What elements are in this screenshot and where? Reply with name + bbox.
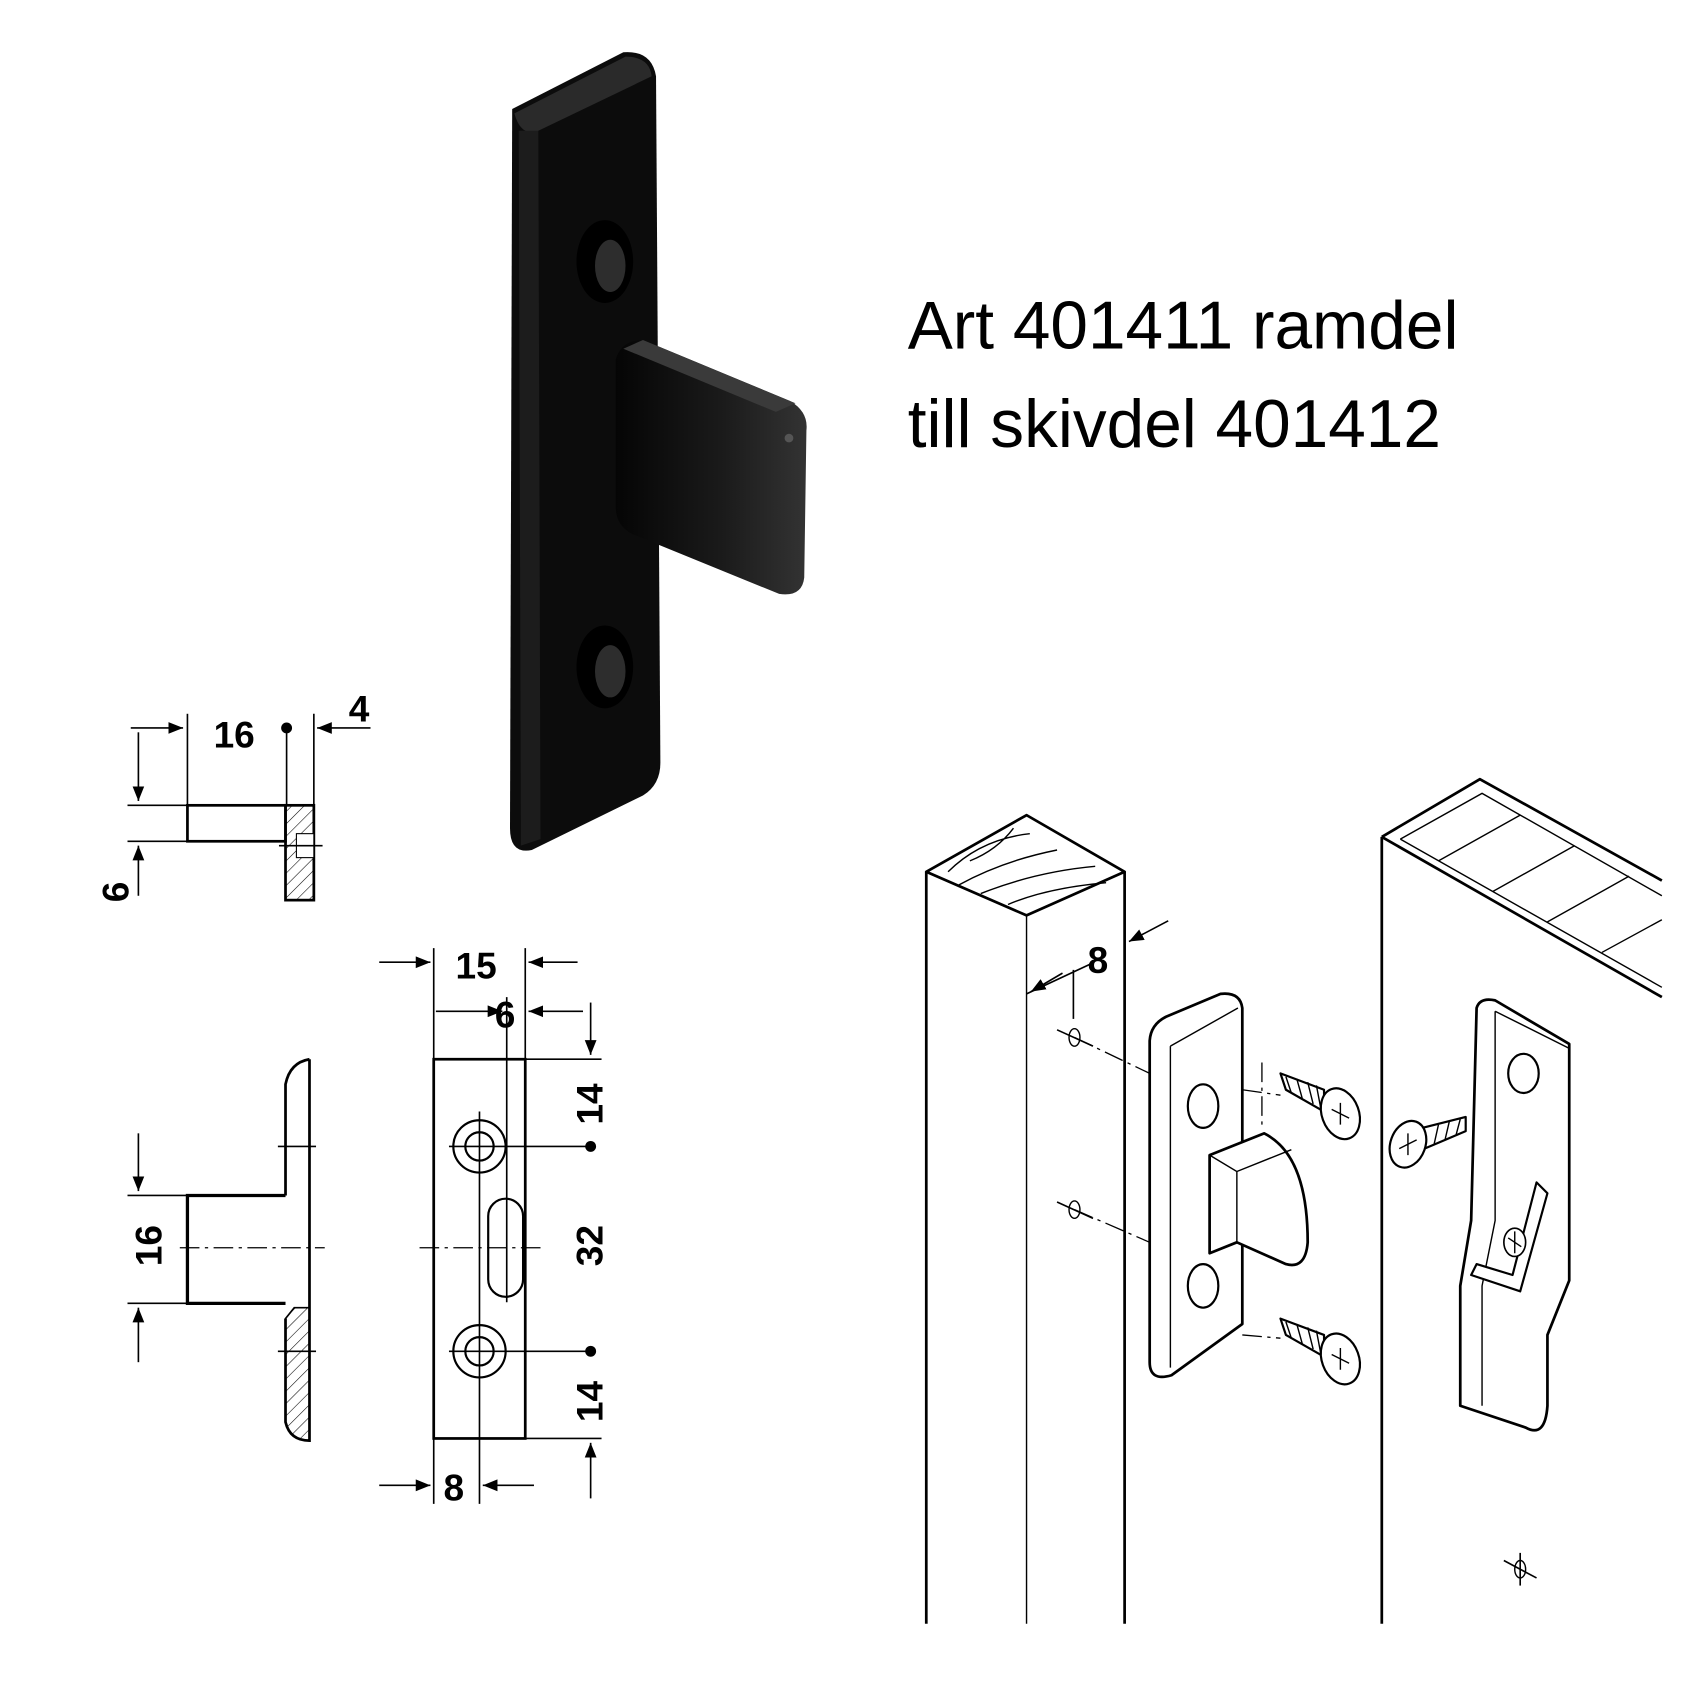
- frame-post: 8: [924, 813, 1169, 1624]
- dim-hole-spacing: 32: [569, 1225, 611, 1266]
- product-photo: [510, 52, 807, 851]
- frame-part-plate: [1148, 992, 1310, 1379]
- dim-plate-width: 15: [456, 945, 497, 987]
- screw-bottom: [1279, 1317, 1362, 1386]
- front-view-drawing: 15 6 14 32 14 8: [379, 945, 611, 1509]
- dim-setback: 8: [1088, 939, 1109, 981]
- side-view-drawing: 16: [127, 1057, 325, 1443]
- title-line-1: Art 401411 ramdel: [908, 289, 1459, 364]
- screw-top: [1279, 1072, 1362, 1141]
- screw-bracket: [1388, 1115, 1467, 1169]
- panel-part-bracket: [1458, 998, 1571, 1432]
- dim-pin-length: 16: [214, 714, 255, 756]
- installation-drawing: 8: [924, 777, 1663, 1624]
- dim-bottom-margin: 14: [569, 1381, 611, 1423]
- dim-top-margin: 14: [569, 1083, 611, 1125]
- title-line-2: till skivdel 401412: [908, 387, 1441, 462]
- top-view-drawing: 16 4 6: [95, 687, 371, 902]
- panel-hole-mark: [1503, 1552, 1537, 1586]
- dim-plate-thickness: 4: [349, 687, 370, 729]
- cabinet-panel: [1380, 777, 1663, 1624]
- dim-hole-offset: 8: [444, 1467, 465, 1509]
- dim-pin-height: 6: [95, 882, 137, 903]
- dim-pin-width: 16: [127, 1225, 169, 1266]
- dim-slot-offset: 6: [495, 994, 516, 1036]
